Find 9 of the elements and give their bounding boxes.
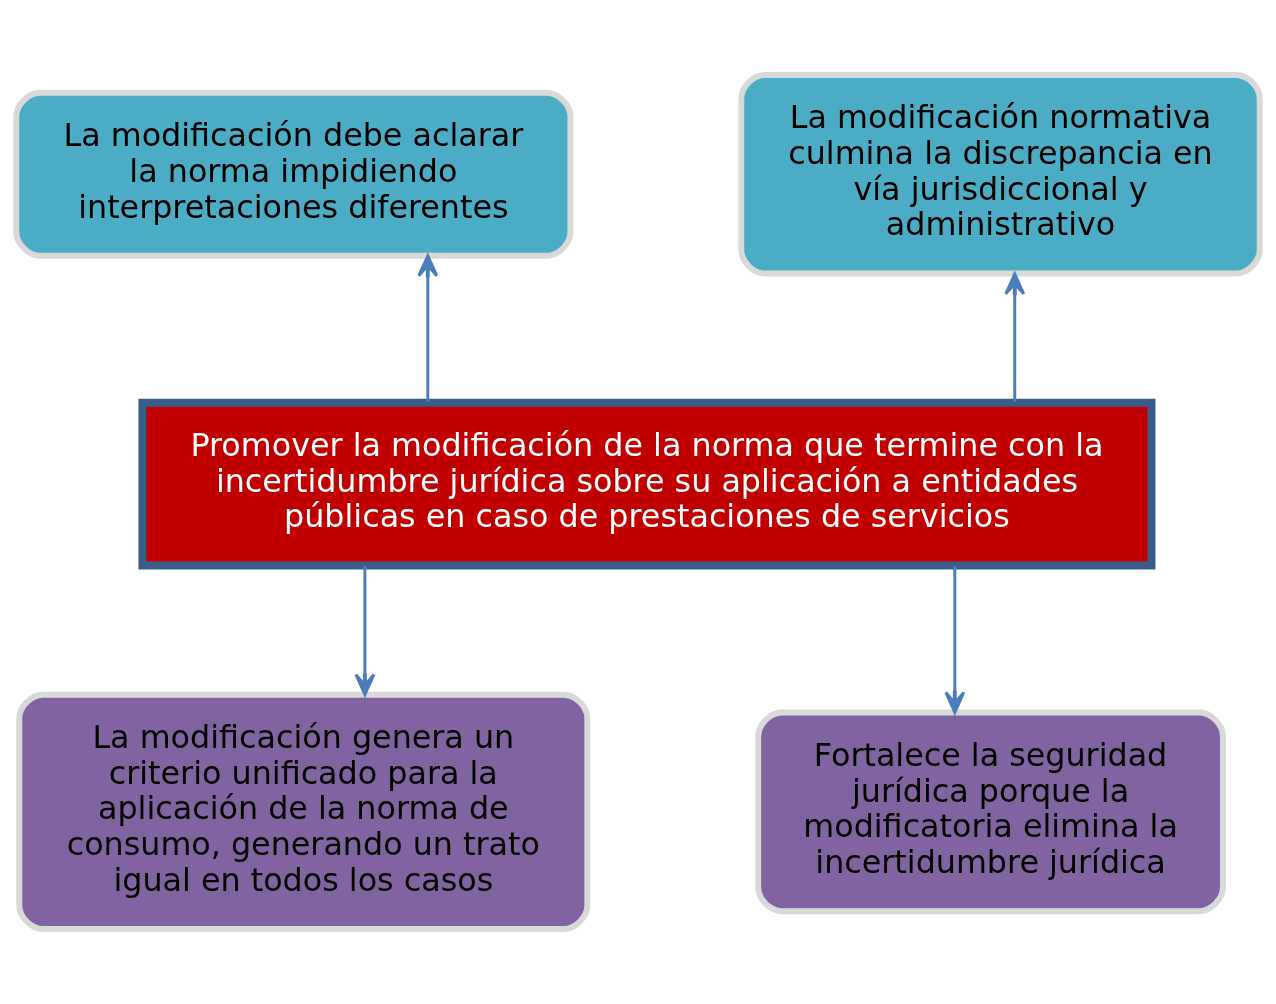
arrow <box>354 566 376 697</box>
arrow <box>1004 272 1026 402</box>
node-box: Promover la modificación de la norma que termine con la incertidumbre jurídica sobre su aplicación a entidades públicas en caso de prestaciones de servicios <box>138 398 1156 570</box>
arrow <box>944 566 966 714</box>
node-box: Fortalece la seguridad jurídica porque la modificatoria elimina la incertidumbre jurídica <box>755 709 1226 915</box>
node-box: La modificación debe aclarar la norma impidiendo interpretaciones diferentes <box>13 89 574 259</box>
node-box: La modificación normativa culmina la discrepancia en vía jurisdiccional y administrativo <box>738 71 1263 277</box>
node-box: La modificación genera un criterio unificado para la aplicación de la norma de consumo, generando un trato igual en todos los casos <box>16 691 591 933</box>
arrow <box>417 254 439 402</box>
